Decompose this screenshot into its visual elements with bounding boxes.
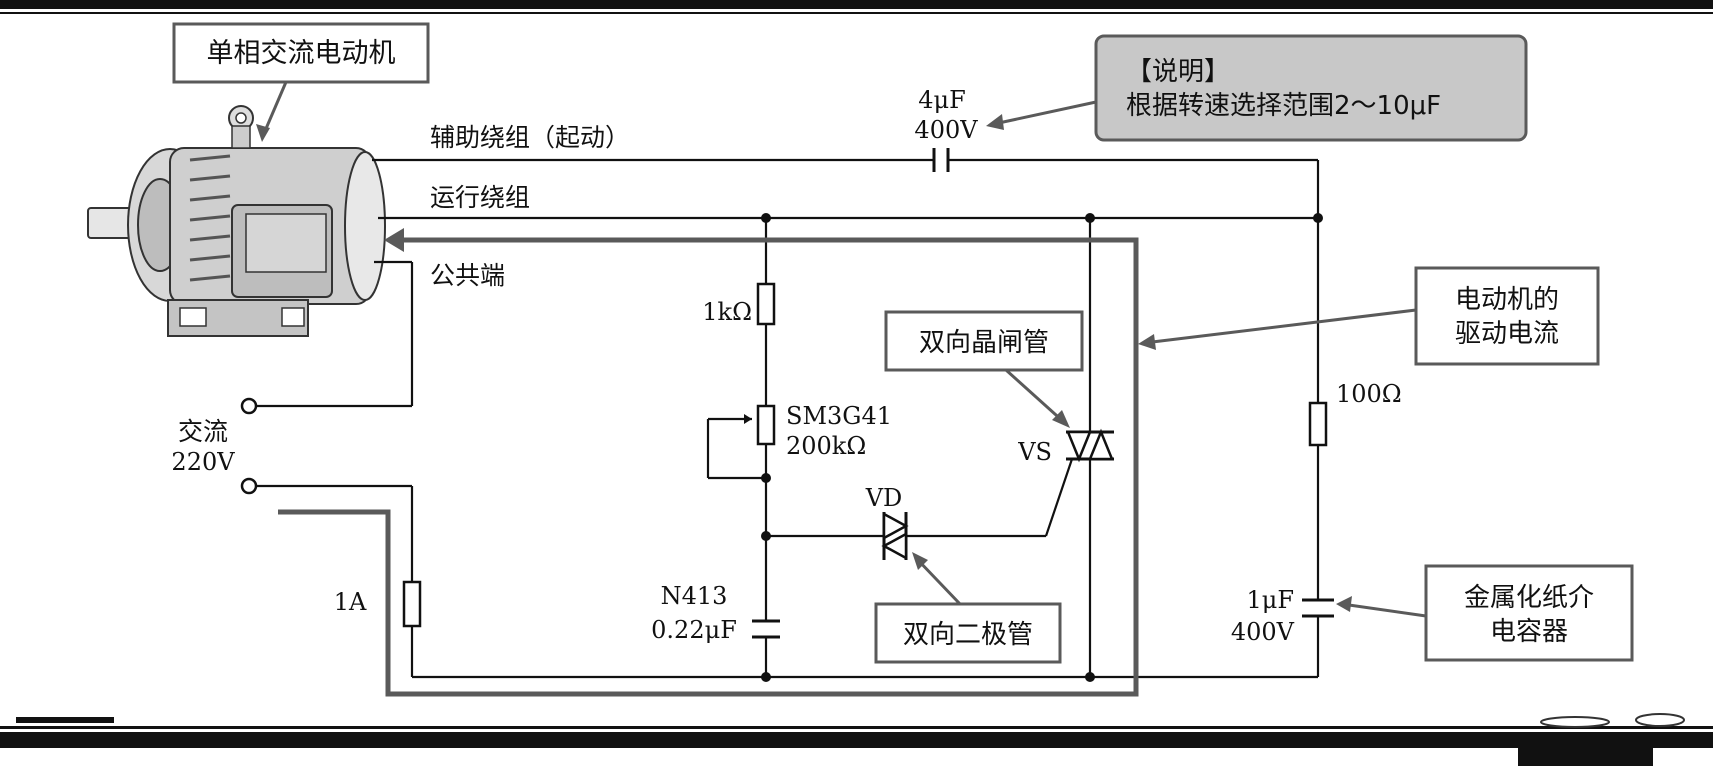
snubber-capacitor — [1302, 598, 1334, 618]
motor-label: 单相交流电动机 — [207, 38, 396, 69]
vs-label: VS — [1017, 438, 1052, 466]
start-cap-voltage: 400V — [914, 116, 978, 144]
triac-callout-arrow — [1004, 368, 1068, 426]
junctions — [761, 213, 1323, 682]
drive-current-label-2: 驱动电流 — [1455, 319, 1559, 349]
vd-label: VD — [865, 484, 903, 512]
ac-terminal-top — [240, 397, 258, 415]
aux-winding-label: 辅助绕组（起动） — [430, 123, 630, 152]
r1-label: 1kΩ — [702, 298, 752, 326]
triac-symbol — [1066, 428, 1114, 463]
bottom-border-thin — [0, 726, 1713, 729]
trigger-cap-name: N413 — [661, 582, 728, 610]
common-terminal-label: 公共端 — [430, 261, 505, 290]
note-callout-arrow — [993, 100, 1097, 126]
wiring — [256, 158, 1320, 679]
diac-label: 双向二极管 — [903, 620, 1033, 650]
drive-callout-arrow — [1143, 308, 1417, 345]
r-snubber-label: 100Ω — [1336, 380, 1402, 408]
drive-current-label-1: 电动机的 — [1455, 285, 1559, 315]
motor-arrow-head-icon — [256, 124, 270, 142]
trigger-capacitor — [752, 619, 780, 639]
snubber-cap-voltage: 400V — [1231, 618, 1295, 646]
note-body: 根据转速选择范围2～10μF — [1126, 91, 1441, 121]
diac-callout-box — [874, 602, 1062, 664]
pot-wiper-arrow-icon — [744, 414, 752, 424]
trigger-cap-value: 0.22μF — [651, 616, 737, 644]
ac-label: 交流 — [178, 417, 228, 446]
diac-arrow-head-icon — [912, 552, 928, 570]
fuse-label: 1A — [334, 588, 367, 616]
run-winding-label: 运行绕组 — [430, 183, 530, 212]
resistor-1k — [756, 282, 776, 326]
drive-current-path — [278, 237, 1139, 697]
start-capacitor — [932, 148, 950, 172]
capacitor-callout-box — [1424, 564, 1634, 662]
note-arrow-head-icon — [986, 114, 1004, 130]
current-arrow-icon — [384, 228, 404, 252]
note-title: 【说明】 — [1126, 57, 1230, 87]
fuse — [402, 580, 422, 628]
capacitor-label-1: 金属化纸介 — [1464, 583, 1594, 613]
diac-symbol — [881, 511, 909, 561]
motor-callout-box — [172, 22, 430, 84]
ac-voltage-label: 220V — [171, 448, 235, 476]
drive-current-box — [1414, 266, 1600, 366]
resistor-100 — [1308, 401, 1328, 447]
snubber-cap-value: 1μF — [1246, 586, 1294, 614]
triac-arrow-head-icon — [1052, 410, 1070, 428]
capacitor-label-2: 电容器 — [1490, 617, 1568, 647]
ac-terminal-bottom — [240, 477, 258, 495]
bottom-border — [0, 732, 1713, 748]
diac-callout-arrow — [914, 556, 962, 606]
capacitor-callout-arrow — [1341, 602, 1427, 618]
pencil-icon — [1540, 713, 1685, 728]
start-cap-value: 4μF — [918, 86, 966, 114]
drive-arrow-head-icon — [1138, 334, 1156, 350]
bottom-right-mark — [1518, 748, 1653, 766]
note-box — [1094, 34, 1528, 142]
bottom-left-mark — [16, 717, 114, 723]
capacitor-arrow-head-icon — [1336, 596, 1352, 612]
triac-callout-box — [884, 310, 1084, 372]
triac-label: 双向晶闸管 — [919, 328, 1049, 358]
top-border — [0, 0, 1713, 9]
motor-icon — [87, 105, 386, 337]
pot-value-label: 200kΩ — [786, 432, 866, 460]
top-border-thin — [0, 12, 1713, 14]
potentiometer — [756, 404, 776, 446]
pot-name-label: SM3G41 — [786, 402, 892, 430]
